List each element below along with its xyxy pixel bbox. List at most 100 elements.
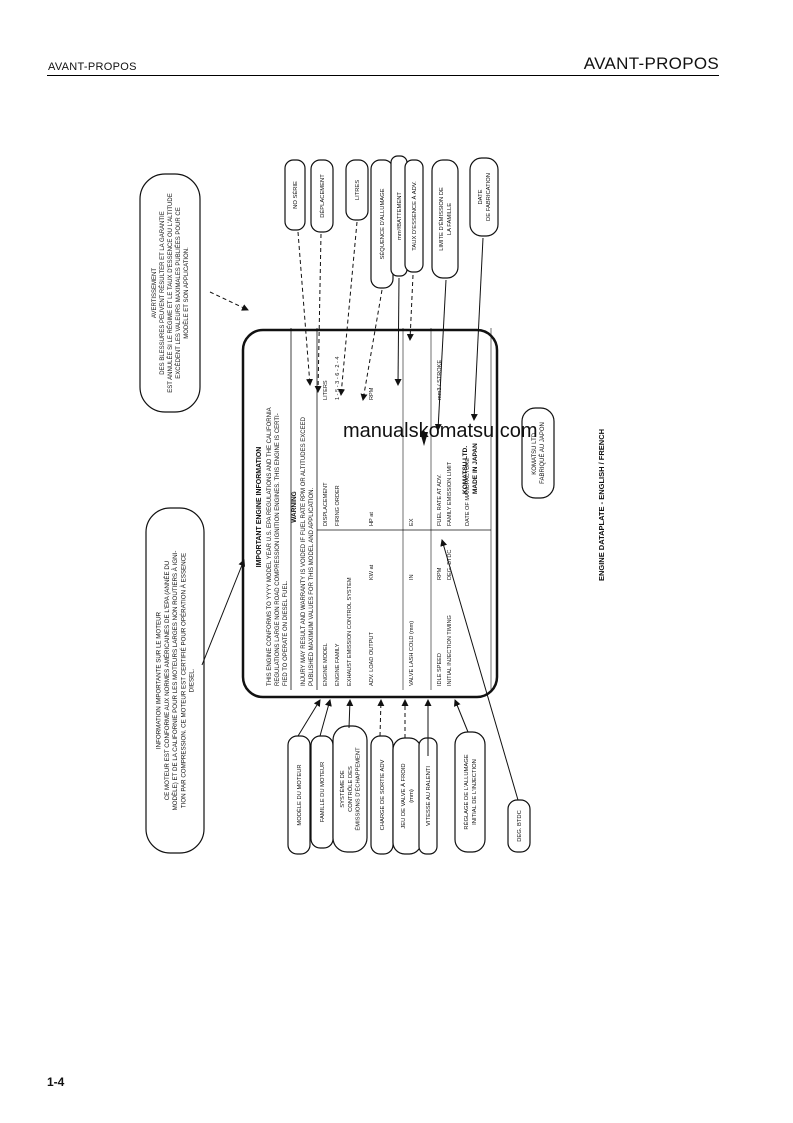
- svg-text:KOMATSU LTD.: KOMATSU LTD.: [532, 431, 538, 475]
- svg-text:CHARGE DE SORTIE ADV: CHARGE DE SORTIE ADV: [380, 759, 386, 830]
- plate-row-label: VALVE LASH COLD (mm): [409, 621, 415, 686]
- plate-row-label: ENGINE FAMILY: [335, 643, 341, 686]
- callout-manufacturer: KOMATSU LTD.FABRIQUÉ AU JAPON: [521, 407, 555, 499]
- svg-text:DEG. BTDC: DEG. BTDC: [517, 810, 523, 842]
- plate-maker-1: KOMATSU LTD.: [462, 446, 469, 494]
- plate-row-right-label: FUEL RATE AT ADV.: [437, 474, 443, 526]
- plate-warning-title: WARNING: [291, 491, 298, 522]
- plate-row-label: ADV. LOAD OUTPUT: [369, 632, 375, 686]
- svg-text:FABRIQUÉ AU JAPON: FABRIQUÉ AU JAPON: [539, 422, 546, 484]
- leader-line-4: [394, 277, 402, 386]
- svg-text:VITESSE AU RALENTI: VITESSE AU RALENTI: [426, 766, 432, 826]
- leader-line-17: [440, 539, 519, 801]
- leader-line-2: [338, 221, 358, 396]
- callout-top-1: DÉPLACEMENT: [310, 159, 334, 233]
- manufacturer-arrow: [420, 432, 428, 446]
- svg-text:DÉPLACEMENT: DÉPLACEMENT: [319, 174, 326, 218]
- plate-row-label: INITIAL INJECTION TIMING: [447, 615, 453, 686]
- svg-text:MODÈLE DU MOTEUR: MODÈLE DU MOTEUR: [296, 764, 303, 825]
- plate-row-right-label: HP at: [369, 512, 375, 526]
- svg-text:(mm): (mm): [409, 789, 415, 803]
- plate-row-mid: IN: [409, 574, 415, 580]
- leader-line-12: [346, 699, 354, 729]
- plate-row-right-label: FIRING ORDER: [335, 485, 341, 526]
- svg-text:LA FAMILLE: LA FAMILLE: [447, 203, 453, 235]
- svg-text:MODÈLE ET SON APPLICATION.: MODÈLE ET SON APPLICATION.: [183, 247, 190, 339]
- plate-row-mid: RPM: [437, 567, 443, 580]
- callout-top-3: SÉQUENCE D'ALLUMAGE: [370, 159, 394, 289]
- svg-text:LIMITE D'ÉMISSION DE: LIMITE D'ÉMISSION DE: [438, 187, 445, 251]
- callout-top-2: LITRES: [345, 159, 369, 221]
- running-header-right: AVANT-PROPOS: [583, 54, 719, 73]
- svg-text:TION PAR COMPRESSION. CE MOTEU: TION PAR COMPRESSION. CE MOTEUR EST CERT…: [180, 553, 187, 808]
- svg-text:NO SÉRIE: NO SÉRIE: [292, 181, 299, 209]
- plate-row-right-label: DISPLACEMENT: [323, 482, 329, 526]
- svg-text:INFORMATION IMPORTANTE SUR LE: INFORMATION IMPORTANTE SUR LE MOTEUR: [156, 611, 163, 749]
- leader-line-1: [314, 233, 322, 393]
- plate-row-right-value: 1 - 5 - 3 - 6 - 2 - 4: [335, 356, 341, 400]
- svg-text:LITRES: LITRES: [355, 180, 361, 200]
- dataplate-frame: [241, 328, 499, 699]
- svg-text:CONTRÔLE DES: CONTRÔLE DES: [347, 766, 354, 812]
- svg-text:JEU DE VALVE À FROID: JEU DE VALVE À FROID: [400, 763, 407, 828]
- svg-text:AVERTISSEMENT: AVERTISSEMENT: [152, 268, 158, 318]
- figure-caption: ENGINE DATAPLATE - ENGLISH / FRENCH: [597, 429, 606, 581]
- header-rule: [47, 75, 719, 76]
- plate-row-right-value: RPM: [369, 387, 375, 400]
- svg-text:RÉGLAGE DE L'ALLUMAGE: RÉGLAGE DE L'ALLUMAGE: [463, 754, 470, 829]
- plate-row-label: EXHAUST EMISSION CONTROL SYSTEM: [347, 577, 353, 686]
- plate-intro-1: THIS ENGINE CONFORMS TO YYYY MODEL YEAR …: [267, 407, 273, 686]
- plate-row-right-label: DATE OF MANUFACTURE: [465, 458, 471, 526]
- svg-text:SÉQUENCE D'ALLUMAGE: SÉQUENCE D'ALLUMAGE: [379, 188, 386, 259]
- callout-top-5: TAUX D'ESSENCE À ADV.: [404, 159, 424, 273]
- svg-text:EST ANNULÉE SI LE RÉGIME ET LE: EST ANNULÉE SI LE RÉGIME ET LE TAUX D'ES…: [167, 193, 174, 392]
- leader-line-16: [454, 699, 469, 733]
- plate-row-right-label: EX: [409, 518, 415, 526]
- callout-bottom-0: MODÈLE DU MOTEUR: [287, 735, 311, 855]
- plate-row-label: IDLE SPEED: [437, 653, 443, 686]
- dataplate-content: IMPORTANT ENGINE INFORMATION THIS ENGINE…: [256, 328, 492, 690]
- svg-text:DES BLESSURES PEUVENT RÉSULTER: DES BLESSURES PEUVENT RÉSULTER ET LA GAR…: [159, 211, 166, 374]
- plate-row-right-label: FAMILY EMISSION LIMIT: [447, 461, 453, 526]
- plate-warning-2: PUBLISHED MAXIMUM VALUES FOR THIS MODEL …: [309, 488, 315, 686]
- svg-text:INITIAL DE L'INJECTION: INITIAL DE L'INJECTION: [472, 759, 478, 825]
- leader-line-13: [377, 699, 385, 737]
- leader-line-0: [297, 231, 314, 386]
- plate-intro-2: REGULATIONS LARGE NON ROAD COMPRESSION I…: [275, 413, 281, 686]
- callout-top-0: NO SÉRIE: [284, 159, 306, 231]
- svg-text:MODÈLE) ET DE LA CALIFORNIE PO: MODÈLE) ET DE LA CALIFORNIE POUR LES MOT…: [172, 551, 179, 811]
- plate-row-label: ENGINE MODEL: [323, 643, 329, 686]
- running-header-left: AVANT-PROPOS: [48, 61, 137, 73]
- plate-warning-1: INJURY MAY RESULT AND WARRANTY IS VOIDED…: [301, 416, 307, 686]
- svg-text:EXCÈDENT LES VALEURS MAXIMALES: EXCÈDENT LES VALEURS MAXIMALES PUBLIÉES …: [175, 207, 182, 379]
- plate-row-mid: KW at: [369, 564, 375, 580]
- plate-row-mid: DEG. BTDC: [447, 550, 453, 580]
- svg-text:DE FABRICATION: DE FABRICATION: [486, 173, 492, 221]
- svg-text:ÉMISSIONS D'ÉCHAPPEMENT: ÉMISSIONS D'ÉCHAPPEMENT: [355, 747, 362, 831]
- leader-line-3: [360, 289, 383, 401]
- svg-text:mm³/BATTEMENT: mm³/BATTEMENT: [397, 192, 403, 240]
- svg-text:DIESEL.: DIESEL.: [188, 668, 195, 692]
- svg-text:CE MOTEUR EST CONFORME AUX NOR: CE MOTEUR EST CONFORME AUX NORMES AMÉRIC…: [164, 561, 171, 801]
- svg-text:TAUX D'ESSENCE À ADV.: TAUX D'ESSENCE À ADV.: [411, 181, 418, 251]
- callout-bottom-7: DEG. BTDC: [507, 799, 531, 853]
- leader-line-7: [470, 237, 484, 421]
- plate-title: IMPORTANT ENGINE INFORMATION: [256, 447, 263, 568]
- page-number: 1-4: [47, 1075, 65, 1089]
- plate-row-right-value: mm3 / STROKE: [437, 360, 443, 400]
- callout-bottom-1: FAMILLE DU MOTEUR: [310, 735, 334, 849]
- svg-text:FAMILLE DU MOTEUR: FAMILLE DU MOTEUR: [320, 762, 326, 823]
- leader-line-6: [434, 279, 447, 431]
- leader-line-8: [209, 291, 249, 311]
- plate-intro-3: FIED TO OPERATE ON DIESEL FUEL.: [283, 580, 289, 686]
- leader-line-11: [319, 699, 332, 737]
- plate-maker-2: MADE IN JAPAN: [472, 443, 479, 494]
- callout-bottom-3: CHARGE DE SORTIE ADV: [370, 735, 394, 855]
